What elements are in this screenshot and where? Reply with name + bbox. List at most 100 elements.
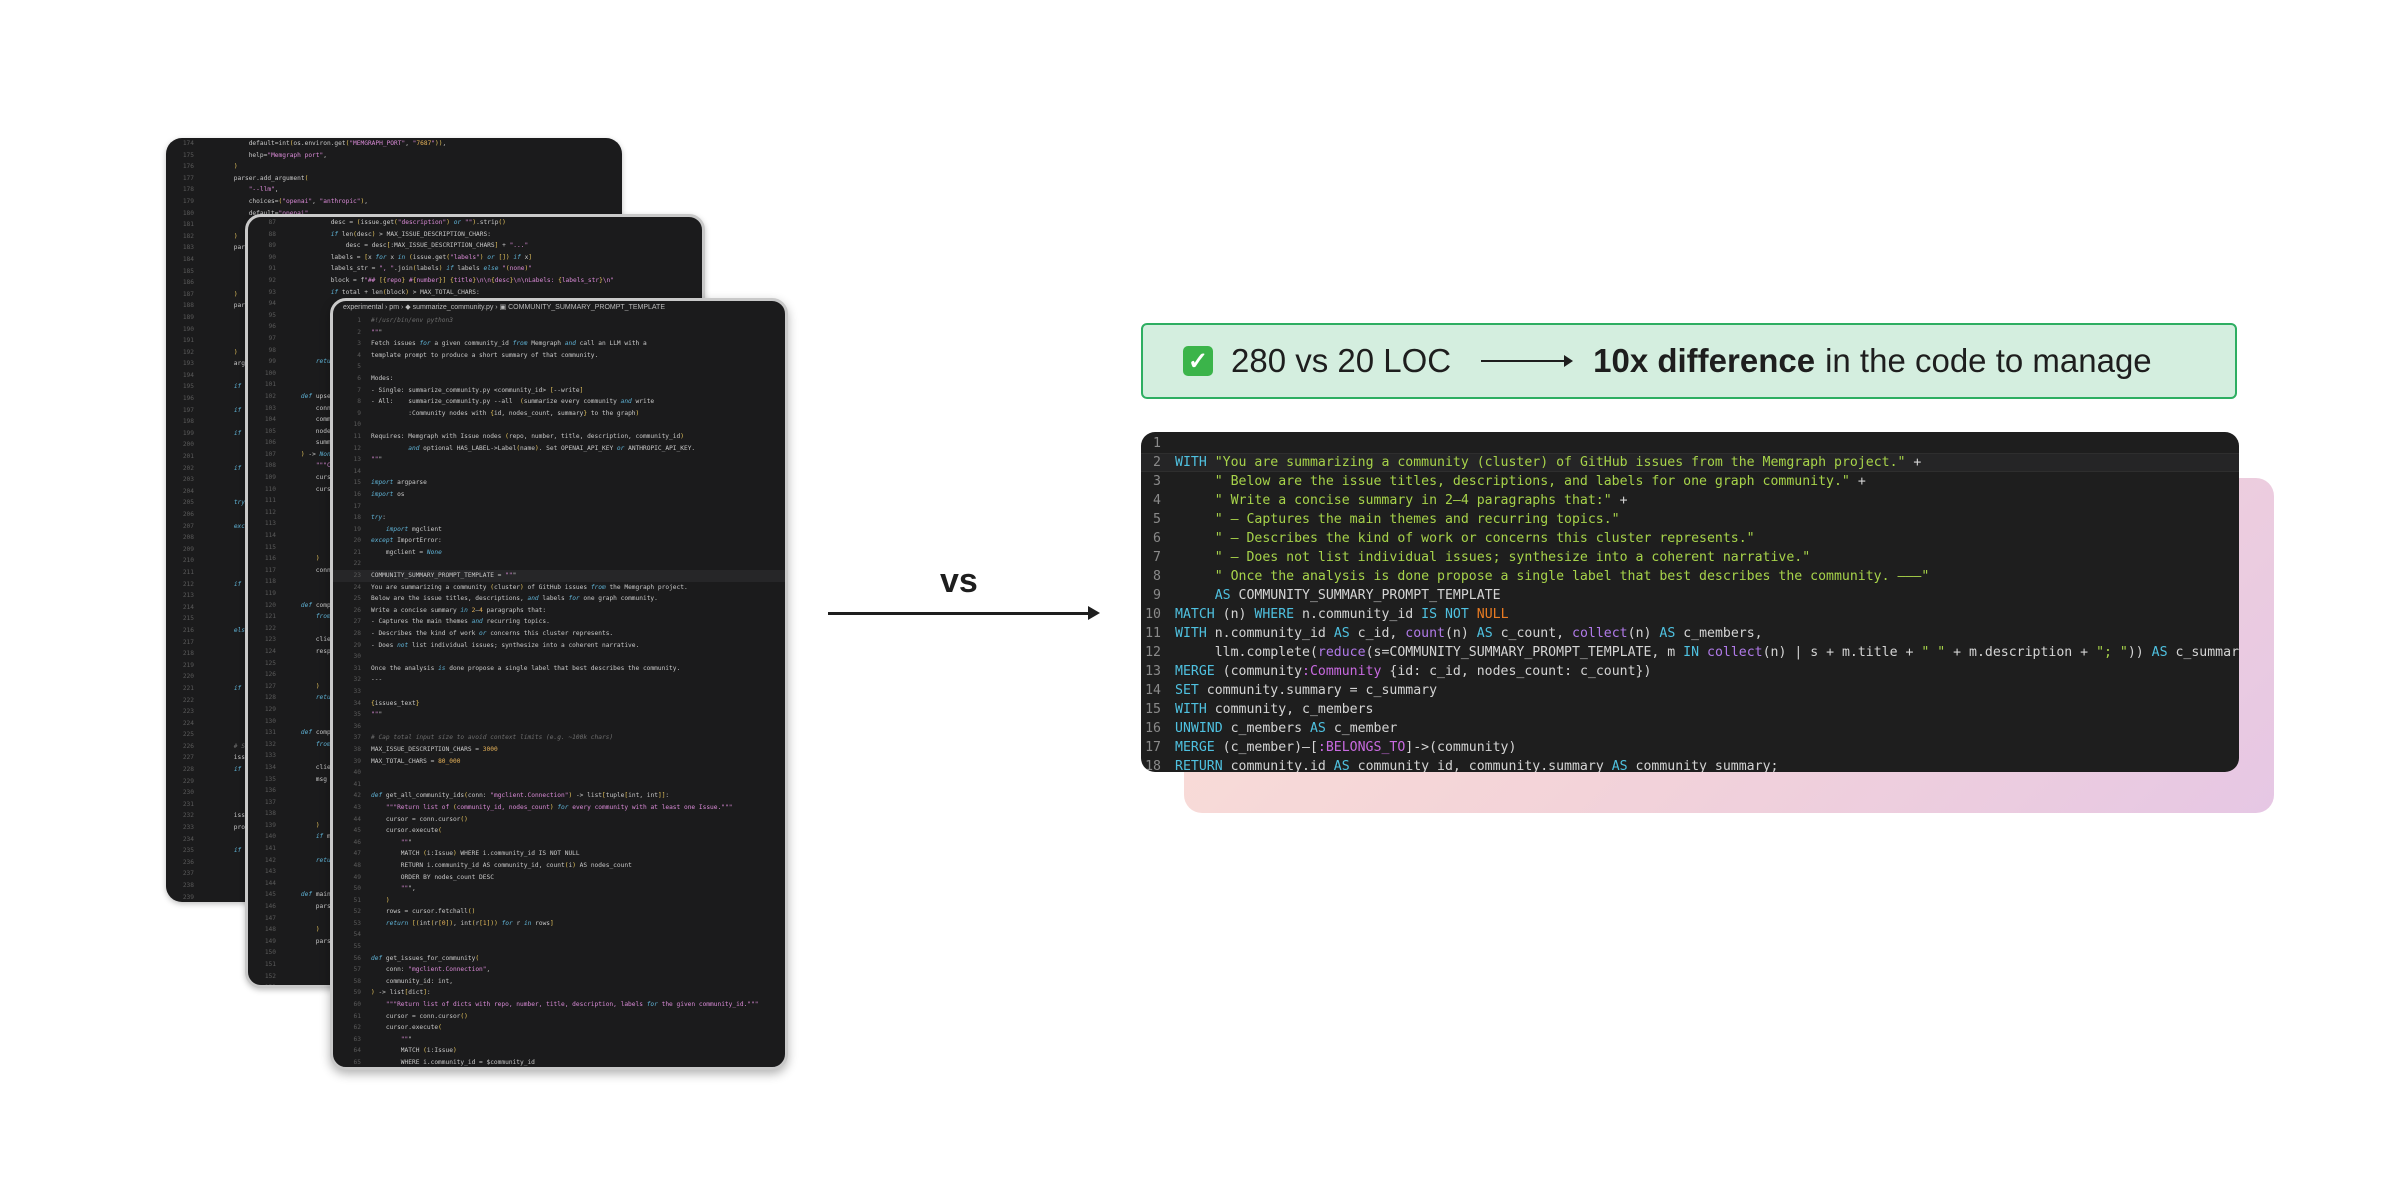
breadcrumb[interactable]: experimental › pm › ◆ summarize_communit… [343,304,665,311]
line-number: 184 [182,255,194,263]
code-text: community_id: int, [371,977,453,985]
code-text: :Community nodes with {id, nodes_count, … [371,409,640,417]
code-text: try: [371,514,386,522]
code-text: template prompt to produce a short summa… [371,351,599,359]
code-line: 62 cursor.execute( [333,1022,785,1034]
code-line: 40 [333,767,785,779]
code-line: 90 labels = [x for x in (issue.get("labe… [248,252,702,264]
line-number: 47 [353,850,361,858]
loc-text: 280 vs 20 LOC [1231,342,1452,379]
code-line: 63 """ [333,1034,785,1046]
code-line: 231 [166,799,622,811]
code-line: 6 " – Describes the kind of work or conc… [1141,529,2239,548]
line-number: 220 [182,673,194,681]
code-text: default=int(os.environ.get("MEMGRAPH_POR… [204,140,447,147]
line-number: 43 [353,803,361,811]
line-number: 137 [264,798,276,806]
line-number: 153 [264,984,276,988]
line-number: 25 [353,595,361,603]
line-number: 139 [264,821,276,829]
code-text: ) [315,821,320,829]
code-text: ) [315,555,320,563]
code-line: 220 [166,671,622,683]
code-text: """, [400,885,416,893]
code-text: ) [315,682,320,690]
line-number: 181 [182,221,194,229]
line-number: 229 [182,777,194,785]
line-number: 174 [182,140,194,147]
line-number: 64 [353,1047,361,1055]
code-line: 27- Captures the main themes and recurri… [333,616,785,628]
code-line: 51 ) [333,895,785,907]
code-text: Requires: Memgraph with Issue nodes (rep… [371,432,684,440]
code-text: llm.complete(reduce(s=COMMUNITY_SUMMARY_… [1175,645,2239,660]
line-number: 135 [264,775,276,783]
line-number: 20 [353,537,361,545]
code-line: 19 import mgclient [333,524,785,536]
line-number: 2 [1153,455,1161,470]
line-number: 27 [353,618,361,626]
code-text: try: [233,499,249,507]
code-line: 33 [333,686,785,698]
line-number: 235 [182,847,194,855]
code-text: - Single: summarize_community.py <commun… [371,386,584,394]
code-line: 59) -> list[dict]: [333,987,785,999]
line-number: 146 [264,903,276,911]
code-line: 9 :Community nodes with {id, nodes_count… [333,408,785,420]
code-text: desc = desc[:MAX_ISSUE_DESCRIPTION_CHARS… [286,242,529,250]
line-number: 62 [353,1024,361,1032]
line-number: 221 [182,684,194,692]
code-line: 65 WHERE i.community_id = $community_id [333,1057,785,1067]
line-number: 15 [353,479,361,487]
line-number: 214 [182,603,194,611]
line-number: 192 [182,348,194,356]
line-number: 223 [182,708,194,716]
code-line: 176 ) [166,161,622,173]
code-line: 29- Does not list individual issues; syn… [333,640,785,652]
line-number: 7 [357,386,361,394]
line-number: 91 [268,265,276,273]
code-line: 17 [333,501,785,513]
line-number: 202 [182,464,194,472]
code-text: OPTIONAL MATCH (i)-[:HAS_LABEL]->(l:Labe… [371,1069,557,1070]
code-text: Once the analysis is done propose a sing… [371,664,681,672]
code-line: 53 return [(int(r[0]), int(r[1])) for r … [333,918,785,930]
line-number: 131 [264,729,276,737]
code-line: 44 cursor = conn.cursor() [333,814,785,826]
line-number: 28 [353,630,361,638]
code-text: default="openai", [204,209,312,217]
code-line: 148 ) [248,924,702,936]
code-line: 92 block = f"## [{repo} #{number}] {titl… [248,275,702,287]
line-number: 211 [182,568,194,576]
line-number: 122 [264,624,276,632]
code-text: import os [371,490,405,498]
code-line: 133 [248,750,702,762]
code-text: MERGE (c_member)–[:BELONGS_TO]->(communi… [1175,740,1517,755]
code-text: Fetch issues for a given community_id fr… [371,340,647,348]
line-number: 204 [182,487,194,495]
line-number: 26 [353,606,361,614]
code-text: mgclient = None [371,548,442,556]
line-number: 13 [1145,664,1161,679]
code-text: and optional HAS_LABEL->Label(name). Set… [408,444,696,452]
code-text: return [(int(r[0]), int(r[1])) for r in … [385,919,554,927]
code-text: """Return list of dicts with repo, numbe… [385,1001,759,1009]
code-line: 5 " – Captures the main themes and recur… [1141,510,2239,529]
code-line: 204 [166,486,622,498]
line-number: 31 [353,664,361,672]
code-line: 7 " – Does not list individual issues; s… [1141,548,2239,567]
line-number: 1 [357,317,361,324]
line-number: 205 [182,499,194,507]
code-text: {issues_text} [371,699,420,707]
code-line: 34{issues_text} [333,698,785,710]
line-number: 237 [182,870,194,878]
line-number: 57 [353,966,361,974]
line-number: 63 [353,1035,361,1043]
code-line: 36 [333,721,785,733]
